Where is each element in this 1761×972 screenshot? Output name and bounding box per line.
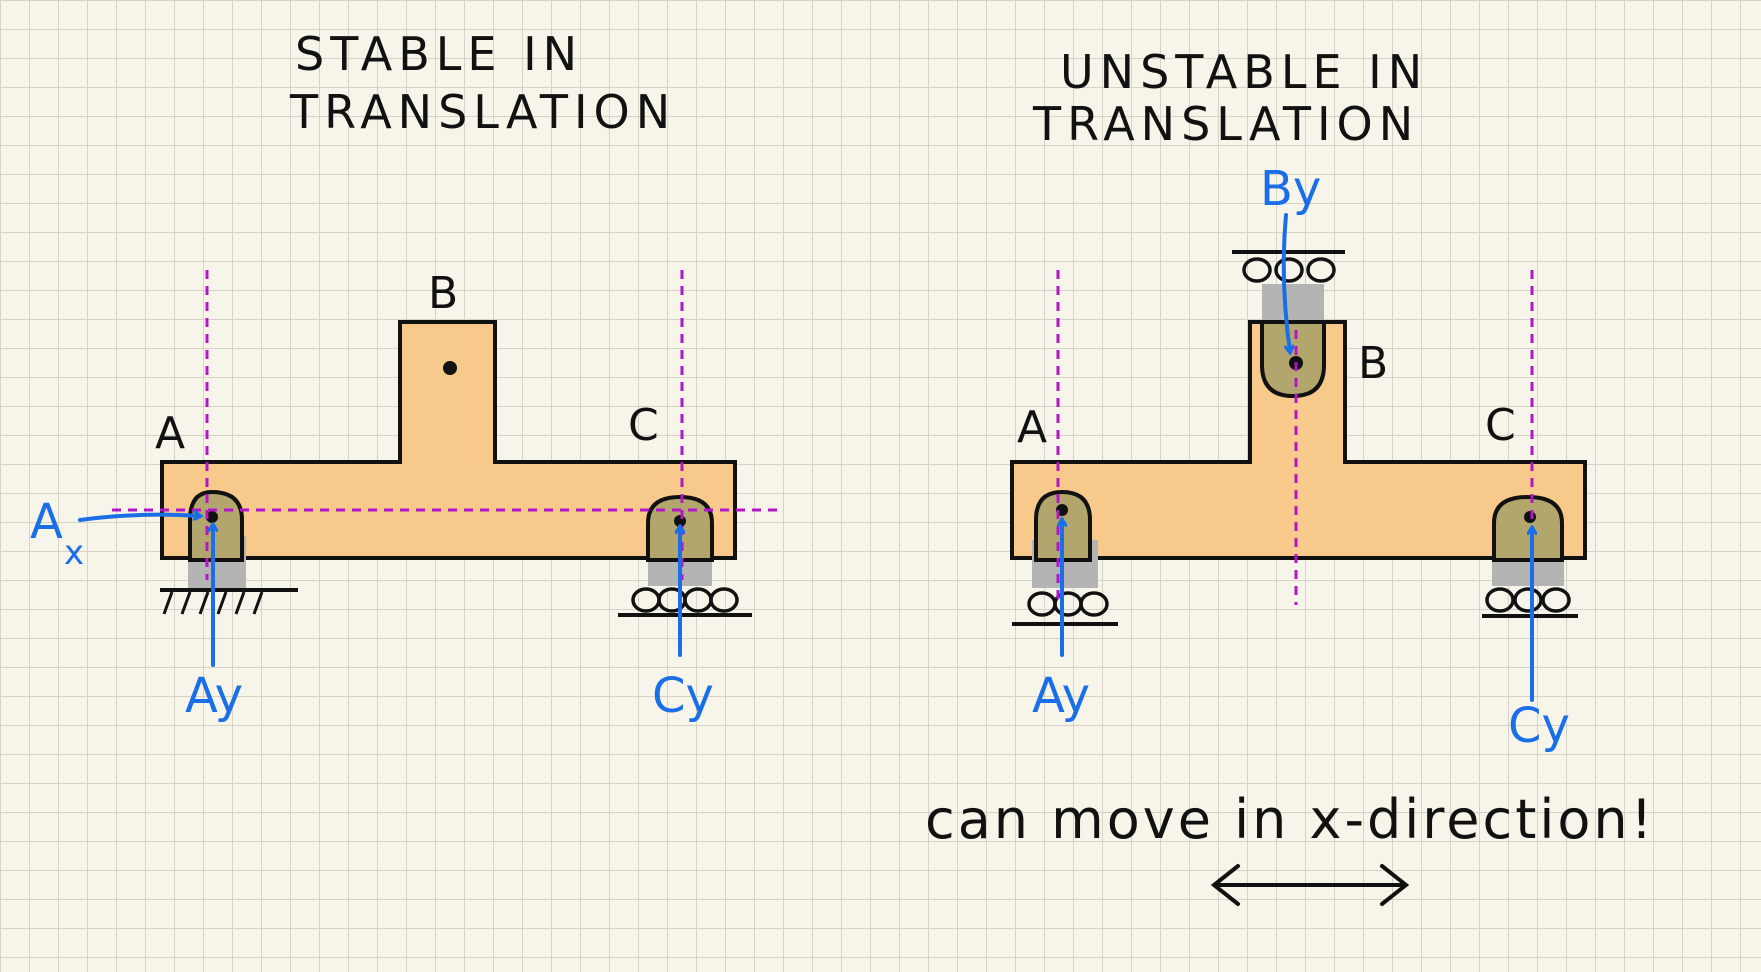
right-title-line2: TRANSLATION xyxy=(1032,97,1419,151)
right-support-C-rollers xyxy=(1485,587,1571,613)
left-support-C-rollers xyxy=(631,587,739,613)
right-support-A-rollers xyxy=(1027,591,1109,617)
right-support-C-pin xyxy=(1492,494,1564,562)
left-force-Ax-arrow xyxy=(78,515,200,522)
left-label-B: B xyxy=(428,268,458,319)
right-label-B: B xyxy=(1358,338,1388,389)
right-support-B-base xyxy=(1262,284,1324,326)
right-force-By-label: By xyxy=(1260,161,1321,217)
right-support-B-rollers xyxy=(1242,257,1336,283)
right-t-beam xyxy=(1010,320,1587,560)
right-force-By-arrow xyxy=(1281,213,1290,352)
right-label-A: A xyxy=(1017,402,1047,453)
left-point-B xyxy=(443,361,457,375)
right-title-line1: UNSTABLE IN xyxy=(1060,45,1428,99)
left-t-beam xyxy=(160,320,737,560)
left-support-A-pin xyxy=(188,489,244,562)
right-label-C: C xyxy=(1485,400,1516,451)
left-panel: STABLE IN TRANSLATION xyxy=(30,27,778,724)
right-panel: UNSTABLE IN TRANSLATION xyxy=(925,45,1655,906)
right-note: can move in x-direction! xyxy=(925,788,1655,851)
left-force-Ax-label: A xyxy=(30,494,63,550)
right-force-Cy-label: Cy xyxy=(1508,698,1570,754)
right-pin-C-dot xyxy=(1524,511,1536,523)
left-label-C: C xyxy=(628,400,659,451)
right-force-Ay-label: Ay xyxy=(1032,668,1090,724)
left-force-Cy-label: Cy xyxy=(652,668,714,724)
left-pin-A-dot xyxy=(206,511,218,523)
left-force-Ax-subscript: x xyxy=(64,533,84,573)
left-title-line2: TRANSLATION xyxy=(289,85,676,139)
x-direction-double-arrow xyxy=(1210,864,1410,906)
left-force-Ay-label: Ay xyxy=(185,668,243,724)
left-label-A: A xyxy=(155,408,185,459)
left-title-line1: STABLE IN xyxy=(295,27,583,81)
left-support-A-hatch xyxy=(162,591,264,615)
